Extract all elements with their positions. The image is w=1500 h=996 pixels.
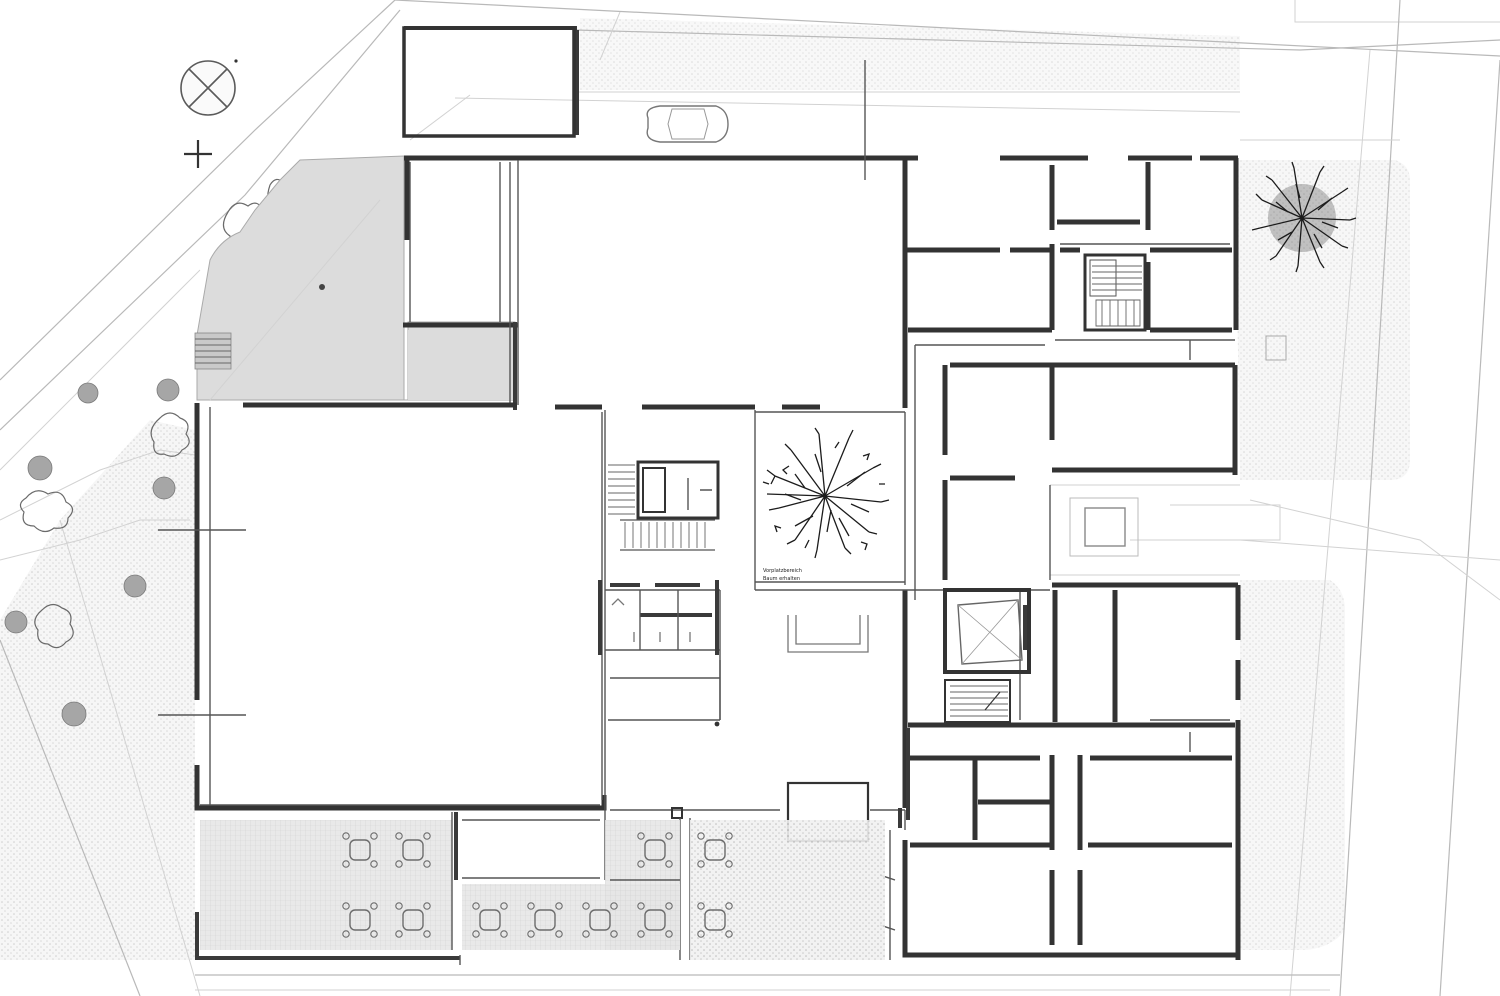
- stair-icon: [950, 685, 1008, 717]
- shrub-icon: [19, 490, 74, 533]
- shrub-icon: [156, 378, 180, 402]
- tree-icon: [1251, 161, 1357, 273]
- shrub-icon: [34, 603, 74, 649]
- crosshair-icon: [184, 140, 212, 168]
- reception-counter: [787, 615, 869, 653]
- shrub-icon: [4, 610, 28, 634]
- svg-text:Baum erhalten: Baum erhalten: [763, 576, 800, 582]
- stair-core-lower-right: [944, 679, 1011, 723]
- stair-icon: [195, 338, 231, 364]
- stair-core-top-right: [1083, 253, 1147, 332]
- elevator-icon: [943, 588, 1031, 674]
- courtyard: [194, 155, 516, 401]
- entry-mat: [1265, 335, 1287, 361]
- shrub-icon: [150, 412, 190, 457]
- circle-x-icon: [180, 59, 238, 116]
- parking-box: [402, 26, 579, 138]
- toilets: [610, 583, 712, 650]
- stair-core-center: [608, 460, 720, 551]
- skylight: [1069, 497, 1139, 557]
- shrub-icon: [27, 455, 53, 481]
- svg-text:Vorplatzbereich: Vorplatzbereich: [763, 568, 802, 574]
- shrub-icon: [61, 701, 87, 727]
- shrub-icon: [77, 382, 99, 404]
- tree-icon: Vorplatzbereich Baum erhalten: [762, 427, 890, 582]
- shrub-icon: [152, 476, 176, 500]
- shrub-icon: [123, 574, 147, 598]
- car-icon: [646, 105, 729, 143]
- stair-icon: [1092, 265, 1142, 327]
- building-walls: [158, 60, 1241, 965]
- terrace: [200, 812, 885, 960]
- stair-icon: [608, 464, 715, 551]
